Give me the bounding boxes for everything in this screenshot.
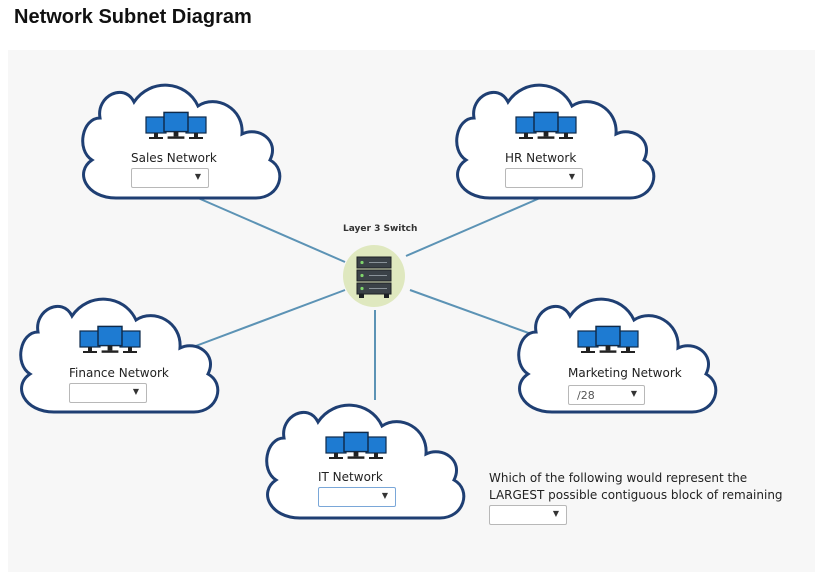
marketing-network-value: /28 bbox=[577, 389, 595, 402]
hr-network-label: HR Network bbox=[505, 151, 577, 165]
chevron-down-icon: ▼ bbox=[194, 172, 201, 181]
link-finance bbox=[184, 289, 346, 351]
chevron-down-icon: ▼ bbox=[568, 172, 575, 181]
marketing-network-label: Marketing Network bbox=[568, 366, 682, 380]
it-network-select[interactable]: ▼ bbox=[318, 487, 396, 507]
link-sales bbox=[197, 197, 346, 263]
chevron-down-icon: ▼ bbox=[381, 491, 388, 500]
chevron-down-icon: ▼ bbox=[552, 509, 559, 518]
chevron-down-icon: ▼ bbox=[132, 387, 139, 396]
sales-network-label: Sales Network bbox=[131, 151, 217, 165]
switch-label: Layer 3 Switch bbox=[343, 224, 418, 234]
chevron-down-icon: ▼ bbox=[630, 389, 637, 398]
link-hr bbox=[405, 197, 541, 257]
finance-network-select[interactable]: ▼ bbox=[69, 383, 147, 403]
hr-network-select[interactable]: ▼ bbox=[505, 168, 583, 188]
layer3-switch-icon bbox=[343, 245, 405, 307]
links bbox=[184, 197, 549, 400]
page-title: Network Subnet Diagram bbox=[14, 6, 252, 28]
sales-network-select[interactable]: ▼ bbox=[131, 168, 209, 188]
marketing-network-select[interactable]: /28 ▼ bbox=[568, 385, 645, 405]
largest-block-select[interactable]: ▼ bbox=[489, 505, 567, 525]
link-marketing bbox=[409, 289, 549, 341]
finance-network-label: Finance Network bbox=[69, 366, 169, 380]
it-network-label: IT Network bbox=[318, 470, 383, 484]
